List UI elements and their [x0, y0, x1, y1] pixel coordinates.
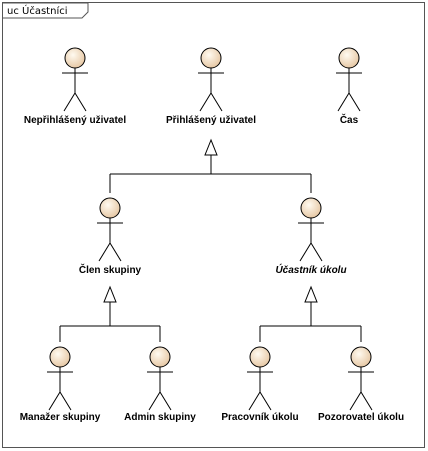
actor-head: [99, 197, 121, 219]
actor-admin[interactable]: Admin skupiny: [124, 346, 196, 423]
actor-head: [200, 47, 222, 69]
generalization-arrow-clen: [103, 285, 117, 303]
actor-body: [298, 218, 324, 262]
actor-pracovnik[interactable]: Pracovník úkolu: [221, 346, 299, 423]
actor-label: Admin skupiny: [124, 412, 196, 423]
actor-cas[interactable]: Čas: [336, 47, 362, 126]
svg-text:uc Účastníci: uc Účastníci: [7, 4, 68, 17]
actor-label: Čas: [340, 113, 359, 126]
actor-label: Účastník úkolu: [275, 263, 346, 276]
actor-head: [149, 346, 171, 368]
actor-body: [47, 367, 73, 411]
diagram-frame: [2, 2, 425, 448]
generalization-ucastnik[interactable]: [259, 302, 362, 342]
frame-tab: uc Účastníci: [3, 2, 89, 19]
actor-body: [62, 68, 88, 112]
generalization-clen[interactable]: [59, 302, 161, 342]
actor-label: Manažer skupiny: [20, 412, 101, 423]
generalization-arrow-prihlaseny: [204, 138, 218, 156]
actor-body: [198, 68, 224, 112]
actor-body: [247, 367, 273, 411]
actor-pozorovatel[interactable]: Pozorovatel úkolu: [318, 346, 404, 423]
frame-type: uc: [7, 6, 19, 17]
actor-head: [338, 47, 360, 69]
actor-head: [300, 197, 322, 219]
actor-manazer[interactable]: Manažer skupiny: [20, 346, 101, 423]
actor-clen[interactable]: Člen skupiny: [79, 197, 142, 276]
actor-neprihlaseny[interactable]: Nepřihlášený uživatel: [24, 47, 126, 126]
actor-body: [336, 68, 362, 112]
actor-body: [147, 367, 173, 411]
generalization-arrowheads: [103, 138, 318, 303]
actor-head: [249, 346, 271, 368]
actor-label: Pracovník úkolu: [221, 412, 298, 423]
generalization-lines: [59, 155, 362, 342]
actor-head: [350, 346, 372, 368]
frame-title: Účastníci: [22, 4, 67, 17]
actor-body: [348, 367, 374, 411]
actor-body: [97, 218, 123, 262]
actor-head: [49, 346, 71, 368]
actor-label: Nepřihlášený uživatel: [24, 115, 126, 126]
actor-head: [64, 47, 86, 69]
actor-label: Přihlášený uživatel: [166, 115, 256, 126]
generalization-prihlaseny[interactable]: [109, 155, 312, 193]
actor-label: Pozorovatel úkolu: [318, 412, 404, 423]
actor-ucastnik[interactable]: Účastník úkolu: [275, 197, 347, 276]
actor-label: Člen skupiny: [79, 263, 142, 276]
generalization-arrow-ucastnik: [304, 285, 318, 303]
actor-prihlaseny[interactable]: Přihlášený uživatel: [166, 47, 256, 126]
